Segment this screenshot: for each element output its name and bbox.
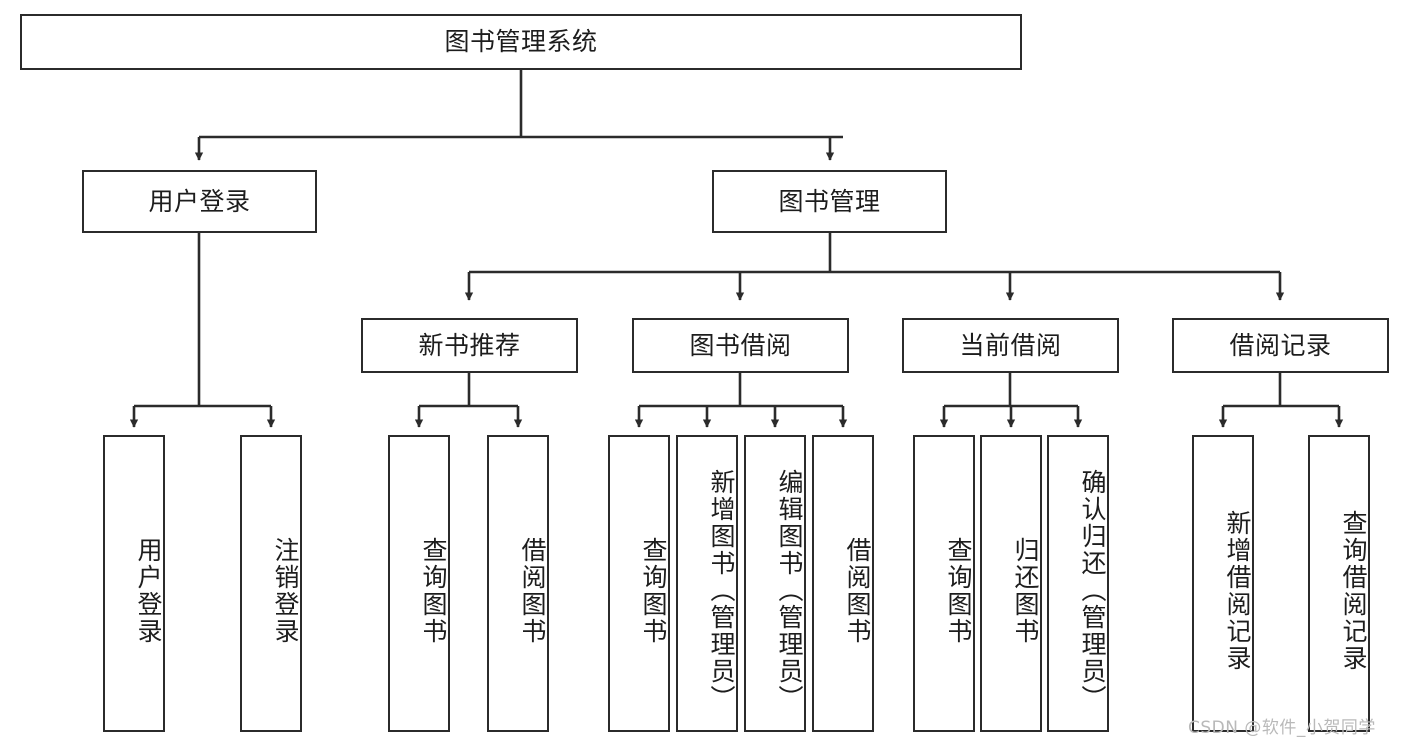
node-label: 新增图书（管理员） — [707, 469, 736, 712]
node-label: 查询借阅记录 — [1339, 509, 1368, 672]
leaf-query-book-new-recommend[interactable]: 查询图书 — [388, 435, 450, 732]
node-label: 新增借阅记录 — [1223, 509, 1252, 672]
leaf-user-login[interactable]: 用户登录 — [103, 435, 165, 732]
leaf-query-borrow-record[interactable]: 查询借阅记录 — [1308, 435, 1370, 732]
leaf-return-book[interactable]: 归还图书 — [980, 435, 1042, 732]
csdn-watermark: CSDN @软件_小贺同学 — [1188, 718, 1376, 738]
node-label: 用户登录 — [134, 536, 163, 645]
node-book-borrow[interactable]: 图书借阅 — [632, 318, 849, 373]
node-label: 借阅记录 — [1229, 330, 1332, 360]
leaf-borrow-book[interactable]: 借阅图书 — [812, 435, 874, 732]
node-new-book-recommend[interactable]: 新书推荐 — [361, 318, 578, 373]
node-label: 新书推荐 — [418, 330, 521, 360]
node-label: 归还图书 — [1011, 536, 1040, 645]
node-label: 当前借阅 — [959, 330, 1062, 360]
leaf-add-book-admin[interactable]: 新增图书（管理员） — [676, 435, 738, 732]
node-book-management[interactable]: 图书管理 — [712, 170, 947, 233]
leaf-logout-login[interactable]: 注销登录 — [240, 435, 302, 732]
leaf-query-book-current-borrow[interactable]: 查询图书 — [913, 435, 975, 732]
node-label: 确认归还（管理员） — [1078, 469, 1107, 712]
leaf-add-borrow-record[interactable]: 新增借阅记录 — [1192, 435, 1254, 732]
node-current-borrow[interactable]: 当前借阅 — [902, 318, 1119, 373]
node-label: 查询图书 — [944, 536, 973, 645]
node-root-book-management-system[interactable]: 图书管理系统 — [20, 14, 1022, 70]
node-label: 注销登录 — [271, 536, 300, 645]
node-label: 图书借阅 — [689, 330, 792, 360]
leaf-confirm-return-admin[interactable]: 确认归还（管理员） — [1047, 435, 1109, 732]
node-label: 编辑图书（管理员） — [775, 469, 804, 712]
node-label: 用户登录 — [148, 186, 251, 216]
node-label: 图书管理系统 — [444, 27, 598, 57]
node-label: 图书管理 — [778, 186, 881, 216]
node-label: 查询图书 — [639, 536, 668, 645]
leaf-query-book-borrow[interactable]: 查询图书 — [608, 435, 670, 732]
node-borrow-record[interactable]: 借阅记录 — [1172, 318, 1389, 373]
node-user-login[interactable]: 用户登录 — [82, 170, 317, 233]
node-label: 查询图书 — [419, 536, 448, 645]
leaf-borrow-book-new-recommend[interactable]: 借阅图书 — [487, 435, 549, 732]
node-label: 借阅图书 — [843, 536, 872, 645]
leaf-edit-book-admin[interactable]: 编辑图书（管理员） — [744, 435, 806, 732]
node-label: 借阅图书 — [518, 536, 547, 645]
